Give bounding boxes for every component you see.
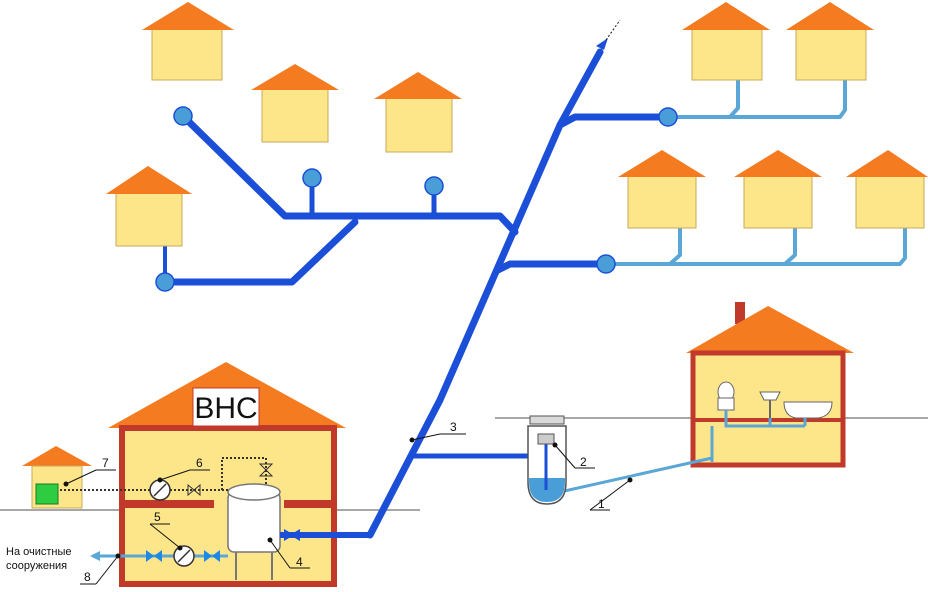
house-right-2 <box>786 2 874 81</box>
callout-4: 4 <box>296 555 303 569</box>
house-upper-1 <box>142 2 234 81</box>
callout-8: 8 <box>84 570 91 584</box>
house-right-4 <box>734 150 822 229</box>
outlet-caption-line1: На очистные <box>6 546 72 558</box>
callout-7: 7 <box>102 456 109 470</box>
residential-house <box>686 302 854 468</box>
sump-tank <box>527 415 567 505</box>
station-title-box <box>192 387 260 427</box>
callout-3: 3 <box>450 420 457 434</box>
pipe-1 <box>559 456 713 494</box>
branch-pipes <box>606 78 907 266</box>
house-right-1 <box>682 2 770 81</box>
callout-dots <box>63 437 633 559</box>
callout-2: 2 <box>580 455 587 469</box>
house-upper-4 <box>106 166 192 247</box>
small-building <box>22 446 92 509</box>
ground-lines <box>0 417 928 511</box>
outlet-caption-line2: сооружения <box>6 560 67 572</box>
small-valve-icon <box>187 463 274 497</box>
house-right-5 <box>846 150 928 229</box>
house-upper-2 <box>251 64 339 143</box>
house-right-3 <box>618 150 706 229</box>
outlet-arrow-icon <box>90 551 100 561</box>
callouts <box>65 433 631 585</box>
station-title: ВНС <box>194 392 257 425</box>
house-upper-3 <box>374 72 462 153</box>
vent-arrow-icon <box>596 19 621 50</box>
callout-6: 6 <box>196 456 203 470</box>
bathtub-icon <box>783 401 833 419</box>
callout-5: 5 <box>154 510 161 524</box>
main-collector <box>161 48 672 539</box>
valve-icon <box>146 550 220 562</box>
connection-nodes <box>155 106 678 292</box>
pump-station: ВНС <box>60 362 370 587</box>
control-box <box>35 483 59 505</box>
callout-1: 1 <box>598 497 605 511</box>
sink-icon <box>759 391 781 401</box>
